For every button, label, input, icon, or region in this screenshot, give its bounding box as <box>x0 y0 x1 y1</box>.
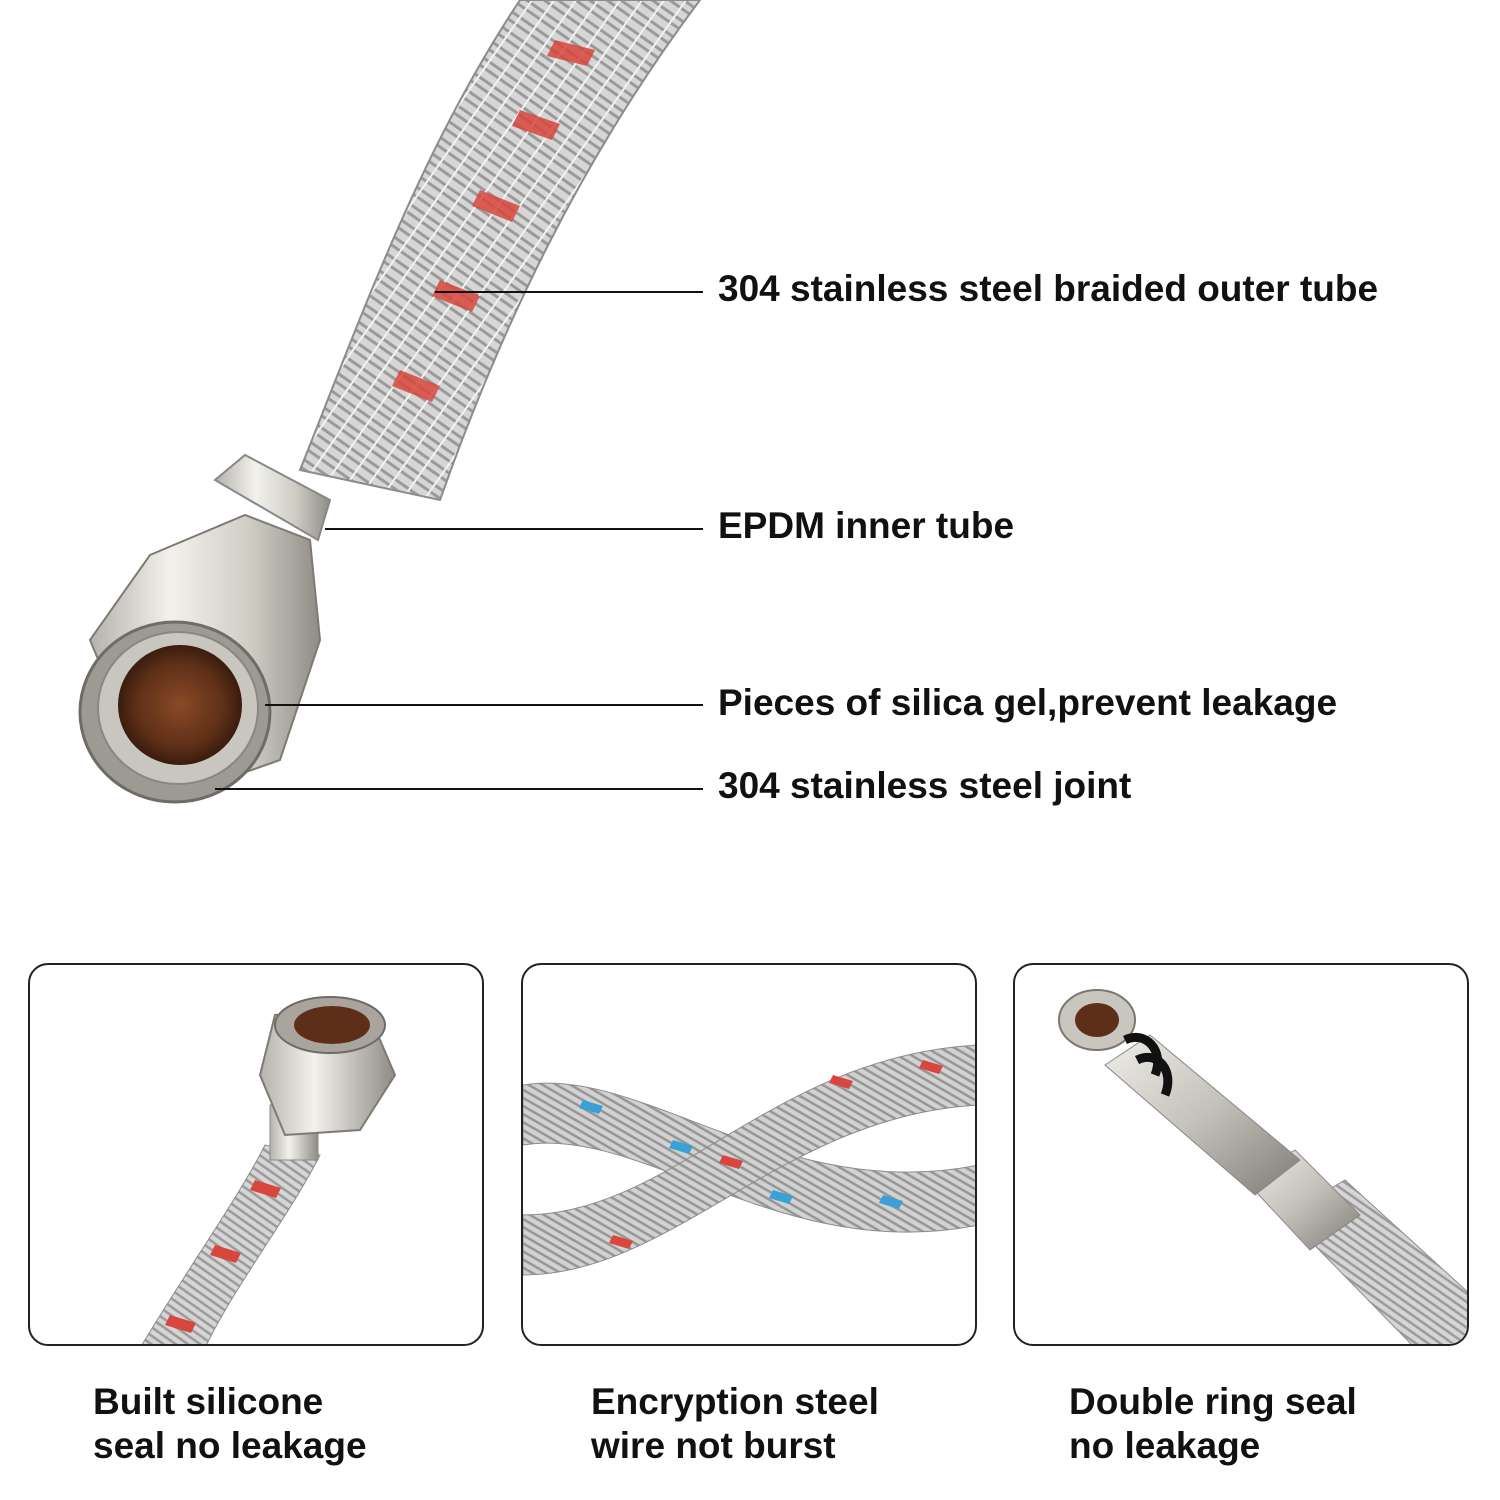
female-nut-illustration <box>141 996 397 1344</box>
red-tracer-marks <box>392 40 595 402</box>
caption-encryption-steel: Encryption steel wire not burst <box>591 1380 1011 1468</box>
feature-panel-double-ring <box>1013 963 1469 1346</box>
braided-hose-body <box>298 0 702 502</box>
leader-line-outer-tube <box>435 291 703 293</box>
caption-line: wire not burst <box>591 1425 836 1466</box>
feature-panel-encryption-steel <box>521 963 977 1346</box>
leader-line-inner-tube <box>325 528 703 530</box>
double-ring-illustration <box>1058 989 1467 1344</box>
twisted-hoses-illustration <box>523 1044 975 1276</box>
caption-line: no leakage <box>1069 1425 1261 1466</box>
leader-line-silica-gel <box>265 704 703 706</box>
callout-outer-tube: 304 stainless steel braided outer tube <box>718 268 1379 309</box>
callout-joint: 304 stainless steel joint <box>718 765 1132 806</box>
caption-line: Encryption steel <box>591 1381 879 1422</box>
caption-silicone-seal: Built silicone seal no leakage <box>93 1380 513 1468</box>
callout-inner-tube: EPDM inner tube <box>718 505 1015 546</box>
feature-panel-silicone-seal <box>28 963 484 1346</box>
caption-line: seal no leakage <box>93 1425 367 1466</box>
caption-line: Built silicone <box>93 1381 324 1422</box>
silica-gel-washer <box>118 645 242 765</box>
ferrule-sleeve <box>213 453 332 542</box>
main-hose-illustration <box>78 0 702 804</box>
caption-line: Double ring seal <box>1069 1381 1357 1422</box>
leader-line-joint <box>215 788 703 790</box>
caption-double-ring: Double ring seal no leakage <box>1069 1380 1489 1468</box>
callout-silica-gel: Pieces of silica gel,prevent leakage <box>718 682 1338 723</box>
